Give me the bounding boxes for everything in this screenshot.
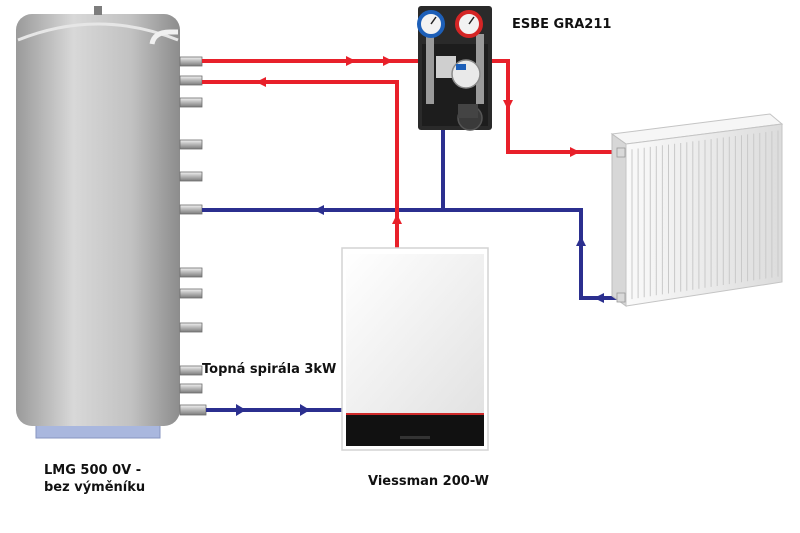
- tank-stub: [179, 383, 203, 394]
- flow-arrow-right-icon: [236, 404, 246, 416]
- radiator: [610, 113, 784, 307]
- tank-internal-pipe: [149, 29, 178, 45]
- flow-arrow-down-icon: [503, 100, 513, 110]
- radiator-fins: [631, 130, 779, 300]
- flow-arrow-up-icon: [392, 214, 402, 224]
- flow-arrow-right-icon: [570, 147, 580, 157]
- mixing-valve-motor: [458, 104, 478, 118]
- tank-stub: [179, 204, 203, 215]
- tank-stub: [179, 322, 203, 333]
- flow-arrow-up-icon: [576, 236, 586, 246]
- flow-arrow-right-icon: [346, 56, 356, 66]
- radiator-outlet: [616, 292, 626, 303]
- tank-base: [35, 423, 161, 439]
- tank-label-line2: bez výměníku: [44, 480, 146, 495]
- radiator-side: [611, 133, 627, 307]
- tank-stub: [179, 97, 203, 108]
- flow-arrow-right-icon: [383, 56, 393, 66]
- tank-label: LMG 500 0V - bez výměníku: [44, 462, 145, 496]
- tank-stub: [179, 171, 203, 182]
- boiler-control-panel: [346, 414, 484, 446]
- boiler-display: [400, 436, 430, 439]
- tank-stub: [179, 267, 203, 278]
- boiler-unit: [341, 247, 489, 451]
- gauge-needle: [430, 16, 437, 25]
- tank-stub: [179, 56, 203, 67]
- station-pipe-left: [426, 34, 434, 104]
- radiator-front-panel: [625, 123, 783, 307]
- tank-stub: [179, 404, 207, 416]
- boiler-label: Viessman 200-W: [368, 474, 489, 489]
- mixing-station-label: ESBE GRA211: [512, 17, 612, 32]
- tank-stub: [179, 365, 203, 376]
- tank-top-valve: [94, 6, 102, 15]
- gauge-needle: [468, 16, 475, 25]
- tank-stub: [179, 75, 203, 86]
- flow-arrows: [236, 56, 604, 416]
- boiler-red-accent: [346, 413, 484, 415]
- tank-stub: [179, 139, 203, 150]
- supply-pipes: [202, 59, 622, 248]
- tank-label-line1: LMG 500 0V -: [44, 463, 142, 478]
- mixing-station: [417, 6, 492, 131]
- flow-arrow-right-icon: [300, 404, 310, 416]
- tank-body: [16, 14, 180, 426]
- station-pipe-right: [476, 34, 484, 104]
- heating-element-label: Topná spirála 3kW: [202, 362, 337, 377]
- supply-pipe-station-to-radiator: [492, 59, 622, 154]
- boiler-front-panel: [346, 254, 484, 414]
- pump-brand-badge: [456, 64, 466, 70]
- radiator-inlet: [616, 147, 626, 158]
- supply-pipe-boiler-to-tank: [202, 80, 399, 248]
- flow-arrow-left-icon: [314, 205, 324, 215]
- storage-tank: [16, 6, 180, 439]
- station-valve-block: [436, 56, 456, 78]
- flow-arrow-left-icon: [256, 77, 266, 87]
- tank-stub: [179, 288, 203, 299]
- flow-arrow-left-icon: [594, 293, 604, 303]
